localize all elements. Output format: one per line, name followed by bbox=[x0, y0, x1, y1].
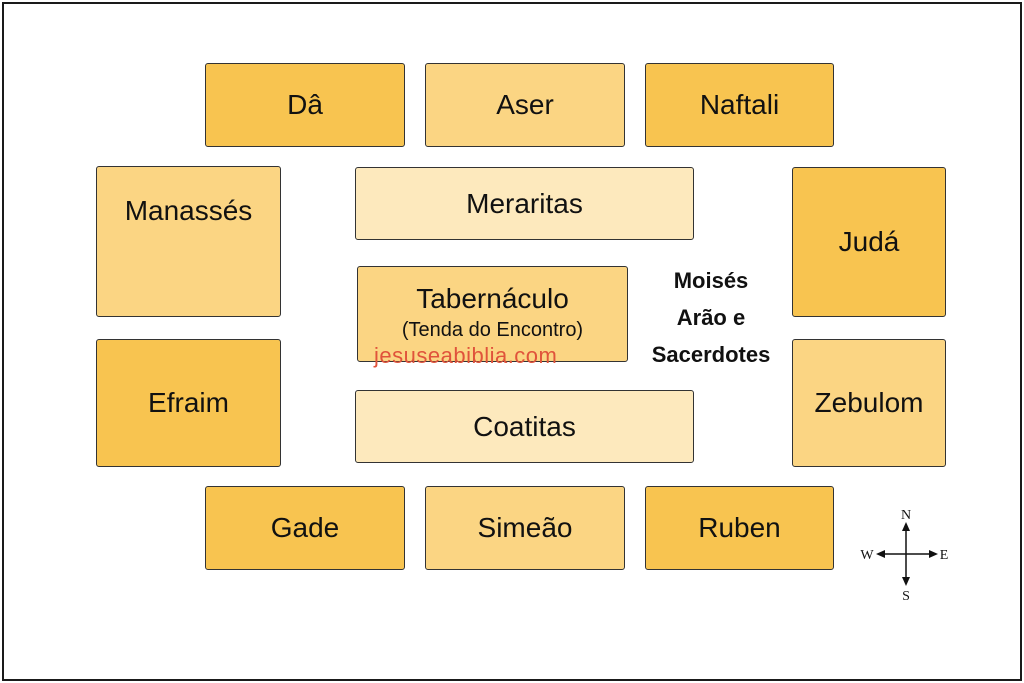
compass-w-label: W bbox=[860, 548, 874, 563]
tribe-efraim-label: Efraim bbox=[148, 387, 229, 418]
compass-e-label: E bbox=[940, 548, 949, 563]
tribe-simeao-label: Simeão bbox=[477, 512, 573, 543]
compass-north-arrow bbox=[902, 522, 910, 531]
tribe-gade: Gade bbox=[205, 486, 405, 570]
tribe-manasses-label: Manassés bbox=[124, 195, 253, 226]
tribe-manasses: Manassés bbox=[96, 166, 281, 317]
tribe-naftali-label: Naftali bbox=[699, 89, 780, 120]
tribe-da: Dâ bbox=[205, 63, 405, 147]
tribe-gade-label: Gade bbox=[270, 512, 340, 543]
east-camp-line2: Arão e bbox=[676, 305, 746, 330]
levites-coatitas-label: Coatitas bbox=[473, 410, 576, 442]
tribe-zebulom: Zebulom bbox=[792, 339, 946, 467]
tribe-da-label: Dâ bbox=[287, 89, 323, 120]
compass-south-arrow bbox=[902, 577, 910, 586]
tribe-simeao: Simeão bbox=[425, 486, 625, 570]
tribe-juda-label: Judá bbox=[838, 226, 900, 257]
levites-meraritas: Meraritas bbox=[355, 167, 694, 240]
compass-icon: N S E W bbox=[860, 508, 949, 604]
tabernacle-subtitle: (Tenda do Encontro) bbox=[401, 319, 584, 341]
tribe-juda: Judá bbox=[792, 167, 946, 317]
east-camp-line3: Sacerdotes bbox=[651, 342, 771, 367]
levites-coatitas: Coatitas bbox=[355, 390, 694, 463]
east-camp-line1: Moisés bbox=[673, 268, 749, 293]
east-camp-label: Moisés Arão e Sacerdotes bbox=[630, 262, 792, 373]
tribe-aser-label: Aser bbox=[496, 89, 554, 120]
watermark: jesuseabiblia.com bbox=[374, 343, 558, 368]
tribe-ruben: Ruben bbox=[645, 486, 834, 570]
tribe-zebulom-label: Zebulom bbox=[814, 387, 924, 418]
tribe-efraim: Efraim bbox=[96, 339, 281, 467]
compass-n-label: N bbox=[901, 508, 911, 523]
tribe-naftali: Naftali bbox=[645, 63, 834, 147]
tribe-aser: Aser bbox=[425, 63, 625, 147]
tabernacle: Tabernáculo (Tenda do Encontro) bbox=[357, 266, 628, 362]
compass-s-label: S bbox=[902, 589, 910, 604]
levites-meraritas-label: Meraritas bbox=[466, 187, 583, 219]
compass-west-arrow bbox=[876, 550, 885, 558]
tabernacle-title: Tabernáculo bbox=[416, 283, 569, 314]
compass-east-arrow bbox=[929, 550, 938, 558]
tribe-ruben-label: Ruben bbox=[698, 512, 781, 543]
